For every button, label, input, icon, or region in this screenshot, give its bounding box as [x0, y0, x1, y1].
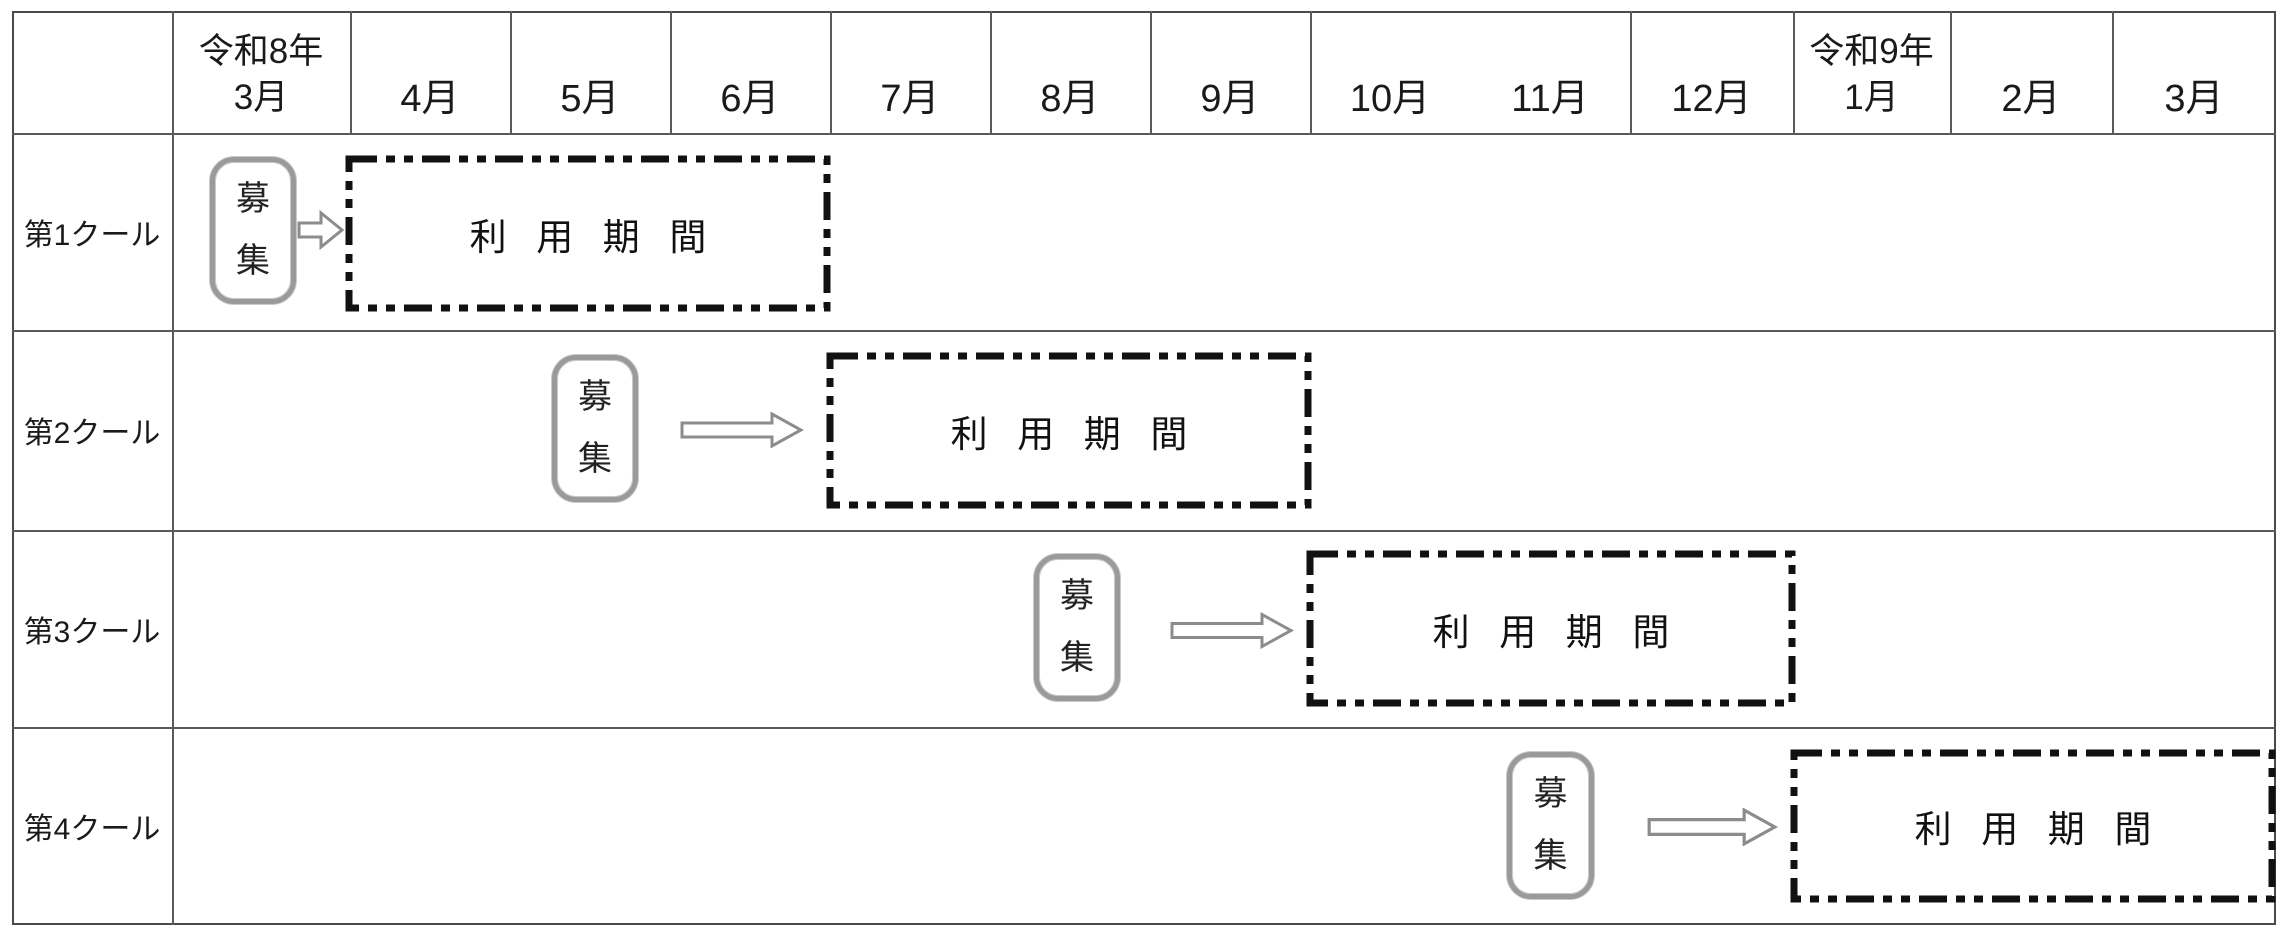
- month-label: 10月: [1349, 78, 1431, 121]
- recruitment-box: 募集: [1507, 752, 1594, 899]
- month-label: 2月: [2001, 78, 2061, 121]
- table-frame: [12, 11, 2276, 925]
- dash-dot-border: [1790, 749, 2276, 903]
- month-label: 12月: [1671, 78, 1752, 121]
- usage-period-label: 利用期間: [950, 413, 1217, 455]
- header-month-apr: 4月: [350, 11, 510, 133]
- grid-line: [2112, 11, 2114, 133]
- grid-line: [1310, 11, 1312, 133]
- recruitment-label: 募集: [578, 377, 612, 478]
- header-era-reiwa9: 令和9年 1月: [1793, 11, 1950, 133]
- month-label: 5月: [560, 78, 620, 121]
- month-label: 4月: [400, 78, 460, 121]
- grid-line: [1150, 11, 1152, 133]
- recruitment-label: 募集: [1060, 576, 1094, 677]
- recruitment-label: 募集: [1533, 774, 1568, 875]
- header-month-dec: 12月: [1630, 11, 1793, 133]
- header-month-jun: 6月: [670, 11, 830, 133]
- row-label-cours2: 第2クール: [23, 417, 161, 450]
- grid-line-header-bottom: [12, 133, 2276, 135]
- row-label-cours4: 第4クール: [23, 813, 161, 846]
- header-month-aug: 8月: [990, 11, 1150, 133]
- row-label-cours3: 第3クール: [23, 615, 161, 649]
- month-label: 11月: [1511, 78, 1589, 121]
- right-arrow-icon: [297, 210, 345, 250]
- usage-period-box: 利用期間: [826, 352, 1312, 509]
- usage-period-label: 利用期間: [1432, 611, 1699, 653]
- usage-period-label: 利用期間: [1914, 809, 2181, 850]
- month-label: 7月: [880, 78, 940, 121]
- grid-line-row-divider: [12, 727, 2276, 729]
- era-month-label: 1月: [1844, 77, 1899, 117]
- dash-dot-border: [1306, 550, 1796, 707]
- right-arrow-icon: [680, 412, 804, 448]
- dash-dot-border: [345, 155, 831, 312]
- grid-line: [1630, 11, 1632, 133]
- era-year-label: 令和9年: [1809, 31, 1934, 71]
- grid-line: [670, 11, 672, 133]
- recruitment-box: 募集: [1034, 554, 1120, 701]
- usage-period-box: 利用期間: [345, 155, 831, 312]
- era-year-label: 令和8年: [198, 31, 324, 71]
- grid-line: [1793, 11, 1795, 133]
- header-month-may: 5月: [510, 11, 670, 133]
- grid-line: [830, 11, 832, 133]
- month-label: 9月: [1200, 78, 1260, 121]
- usage-period-box: 利用期間: [1790, 749, 2276, 903]
- header-month-mar: 3月: [2112, 11, 2276, 133]
- era-month-label: 3月: [233, 77, 289, 117]
- header-month-sep: 9月: [1150, 11, 1310, 133]
- grid-line: [1950, 11, 1952, 133]
- right-arrow-icon: [1170, 612, 1294, 649]
- dash-dot-border: [826, 352, 1312, 509]
- month-label: 6月: [720, 78, 780, 121]
- grid-line: [510, 11, 512, 133]
- usage-period-label: 利用期間: [469, 216, 736, 258]
- header-era-reiwa8: 令和8年 3月: [172, 11, 350, 133]
- usage-period-box: 利用期間: [1306, 550, 1796, 707]
- right-arrow-icon: [1647, 808, 1779, 846]
- grid-line: [350, 11, 352, 133]
- recruitment-box: 募集: [552, 355, 638, 502]
- grid-line-row-divider: [12, 530, 2276, 532]
- month-label: 3月: [2164, 78, 2224, 121]
- month-label: 8月: [1040, 78, 1100, 121]
- header-month-oct-nov: 10月 11月: [1310, 11, 1630, 133]
- grid-line: [990, 11, 992, 133]
- recruitment-box: 募集: [210, 157, 296, 304]
- grid-line-row-divider: [12, 330, 2276, 332]
- grid-line-label-divider: [172, 11, 174, 925]
- header-month-feb: 2月: [1950, 11, 2112, 133]
- recruitment-label: 募集: [236, 179, 270, 280]
- header-month-jul: 7月: [830, 11, 990, 133]
- row-label-cours1: 第1クール: [23, 218, 161, 252]
